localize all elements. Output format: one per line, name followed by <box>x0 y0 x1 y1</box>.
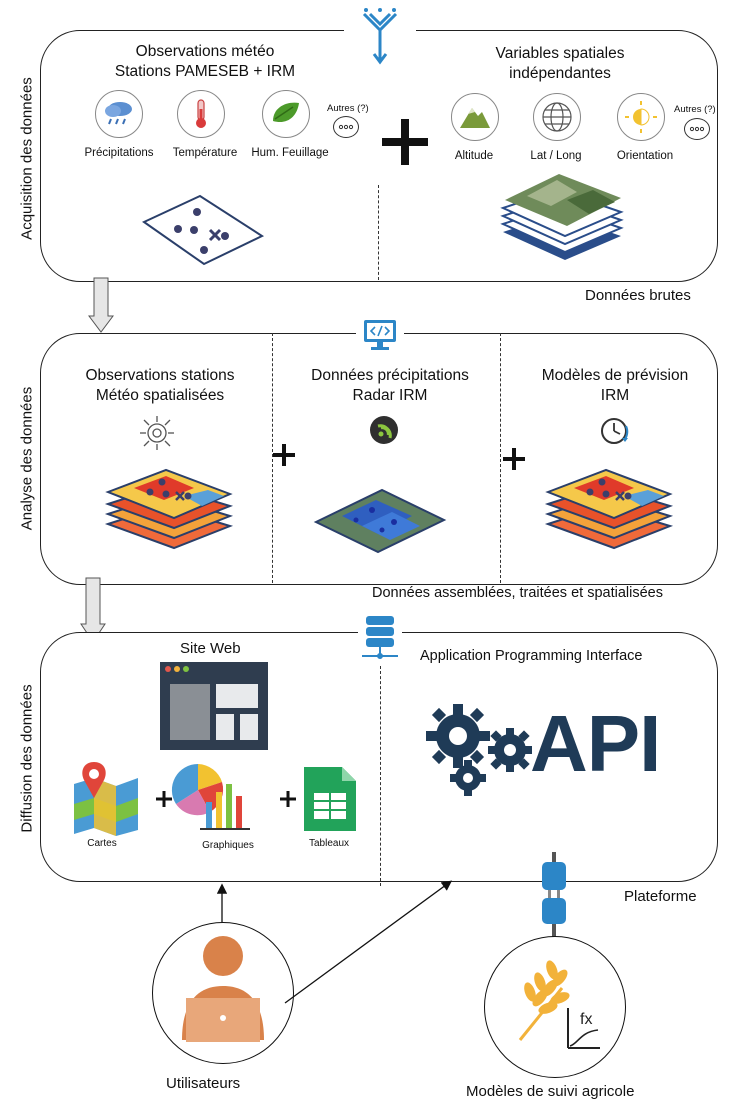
temperature-label: Température <box>172 147 238 159</box>
plus-icon-diffusion-1 <box>146 790 172 808</box>
col3-line1: Modèles de prévision <box>541 367 689 384</box>
analysis-divider-2 <box>500 333 501 583</box>
stations-heatmap-stack <box>104 466 234 552</box>
maps-icon <box>72 760 140 836</box>
agri-models-label: Modèles de suivi agricole <box>466 1083 635 1100</box>
weather-title-line2: Stations PAMESEB + IRM <box>114 63 296 80</box>
others-right-icon <box>684 118 710 140</box>
maps-label: Cartes <box>87 838 117 849</box>
altitude-icon <box>451 93 499 141</box>
latlong-label: Lat / Long <box>530 150 582 162</box>
col1-line1: Observations stations <box>85 367 235 384</box>
terrain-layers-stack <box>497 170 627 270</box>
col3-line2: IRM <box>600 387 630 404</box>
leaf-wetness-icon <box>262 90 310 138</box>
orientation-icon <box>617 93 665 141</box>
col1-line2: Météo spatialisées <box>95 387 225 404</box>
spreadsheet-icon <box>302 765 358 833</box>
col2-line2: Radar IRM <box>352 387 428 404</box>
forecast-heatmap-stack <box>544 466 674 552</box>
spatial-title-line2: indépendantes <box>509 65 611 82</box>
raw-data-label: Données brutes <box>585 287 691 304</box>
leaf-wetness-label: Hum. Feuillage <box>251 147 329 159</box>
funnel-icon <box>344 2 416 70</box>
analysis-divider-1 <box>272 333 273 583</box>
weather-observations-title: Observations météo Stations PAMESEB + IR… <box>85 42 325 82</box>
plug-connector-icon <box>538 852 570 938</box>
api-title: Application Programming Interface <box>420 648 643 664</box>
others-right-label: Autres (?) <box>674 104 716 115</box>
code-monitor-icon <box>356 316 404 356</box>
tables-label: Tableaux <box>308 838 350 849</box>
charts-label: Graphiques <box>202 840 254 851</box>
gears-icon <box>426 700 558 798</box>
weather-title-line1: Observations météo <box>135 43 275 60</box>
forecast-models-title: Modèles de prévision IRM <box>515 366 715 406</box>
plus-icon-diffusion-2 <box>270 790 296 808</box>
down-arrow-1 <box>88 277 114 334</box>
precipitation-icon <box>95 90 143 138</box>
user-laptop-icon <box>168 930 278 1050</box>
clock-icon <box>598 414 634 446</box>
precipitation-label: Précipitations <box>84 147 154 159</box>
big-plus-icon <box>355 117 428 167</box>
globe-icon <box>533 93 581 141</box>
server-icon <box>358 612 402 664</box>
wheat-function-icon: fx <box>500 948 610 1058</box>
spatial-target-icon <box>138 414 176 452</box>
charts-icon <box>170 762 254 832</box>
fx-glyph: fx <box>580 1011 592 1028</box>
website-window-icon <box>160 662 268 750</box>
radar-icon <box>368 414 400 446</box>
diffusion-divider <box>380 666 381 886</box>
website-title: Site Web <box>180 640 241 657</box>
plus-icon-analysis-1 <box>258 442 295 468</box>
acquisition-divider <box>378 185 379 280</box>
radar-title: Données précipitations Radar IRM <box>290 366 490 406</box>
plus-icon-analysis-2 <box>488 446 525 472</box>
radar-map <box>312 486 448 556</box>
altitude-label: Altitude <box>454 150 494 162</box>
temperature-icon <box>177 90 225 138</box>
processed-data-label: Données assemblées, traitées et spatiali… <box>372 585 663 601</box>
others-left-icon <box>333 116 359 138</box>
others-left-label: Autres (?) <box>327 103 369 114</box>
platform-label: Plateforme <box>624 888 697 905</box>
orientation-label: Orientation <box>616 150 674 162</box>
col2-line1: Données précipitations <box>311 367 469 384</box>
stations-obs-title: Observations stations Météo spatialisées <box>60 366 260 406</box>
users-label: Utilisateurs <box>166 1075 241 1092</box>
spatial-title-line1: Variables spatiales <box>495 45 625 62</box>
station-map-diamond <box>140 192 266 268</box>
spatial-variables-title: Variables spatiales indépendantes <box>445 44 675 84</box>
diffusion-panel <box>40 632 718 882</box>
api-logo-text: API <box>530 699 661 788</box>
